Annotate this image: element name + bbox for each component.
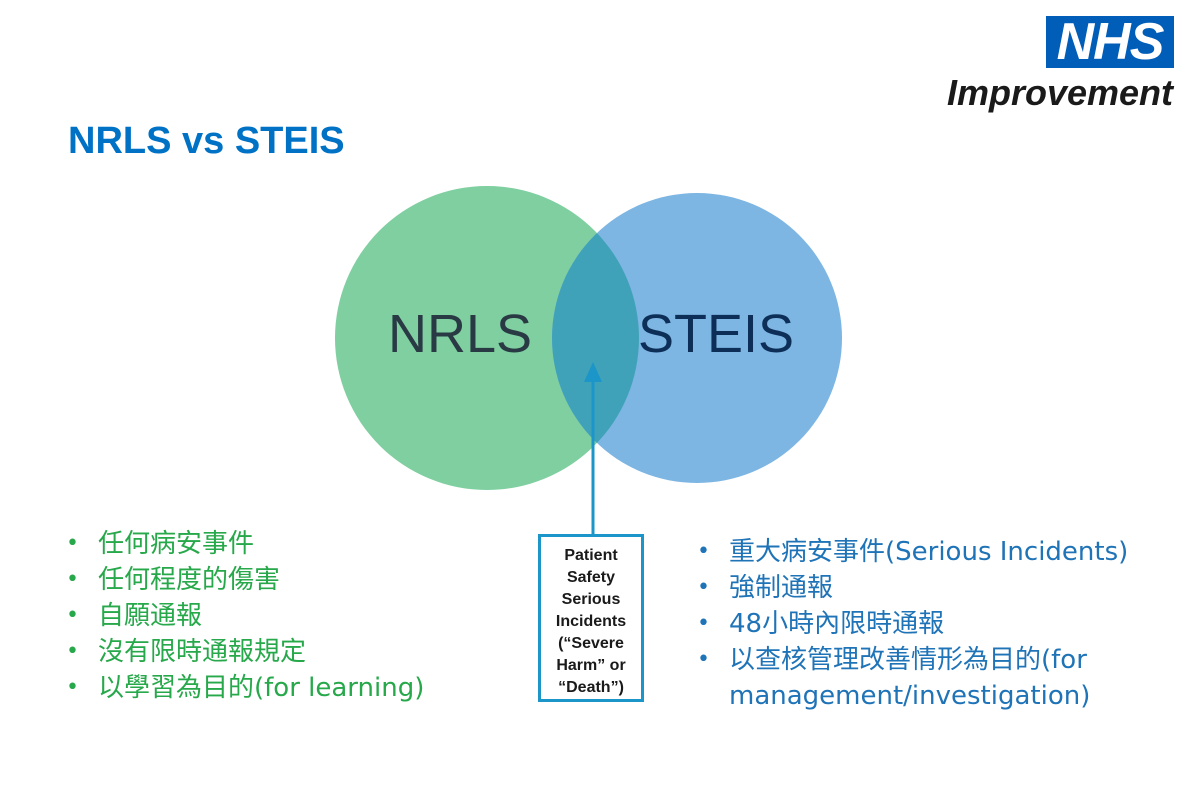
nrls-point: 以學習為目的(for learning) xyxy=(66,670,526,706)
callout-line: Patient xyxy=(564,547,618,564)
steis-points-list: 重大病安事件(Serious Incidents) 強制通報 48小時內限時通報… xyxy=(697,534,1177,714)
callout-line: (“Severe xyxy=(558,635,624,652)
nrls-point: 自願通報 xyxy=(66,598,526,634)
venn-circle-nrls xyxy=(335,186,639,490)
venn-label-steis: STEIS xyxy=(638,304,794,364)
nrls-points-list: 任何病安事件 任何程度的傷害 自願通報 沒有限時通報規定 以學習為目的(for … xyxy=(66,526,526,706)
steis-point: 以查核管理改善情形為目的(for management/investigatio… xyxy=(697,642,1177,714)
steis-point: 強制通報 xyxy=(697,570,1177,606)
callout-line: Harm” or xyxy=(556,657,626,674)
callout-line: Safety xyxy=(566,569,616,586)
nrls-point: 沒有限時通報規定 xyxy=(66,634,526,670)
steis-point: 48小時內限時通報 xyxy=(697,606,1177,642)
nhs-logo-mark: NHS xyxy=(1046,16,1174,68)
nrls-point: 任何程度的傷害 xyxy=(66,562,526,598)
callout-arrow-head xyxy=(584,362,602,382)
steis-point: 重大病安事件(Serious Incidents) xyxy=(697,534,1177,570)
slide-title: NRLS vs STEIS xyxy=(68,120,345,162)
serious-incidents-callout: Patient Safety Serious Incidents (“Sever… xyxy=(538,534,644,702)
callout-line: “Death”) xyxy=(558,679,624,696)
callout-line: Serious xyxy=(561,591,621,608)
venn-circle-steis xyxy=(552,193,842,483)
nhs-logo-subtitle: Improvement xyxy=(946,72,1173,113)
venn-label-nrls: NRLS xyxy=(388,304,532,364)
nrls-point: 任何病安事件 xyxy=(66,526,526,562)
callout-line: Incidents xyxy=(555,613,627,630)
